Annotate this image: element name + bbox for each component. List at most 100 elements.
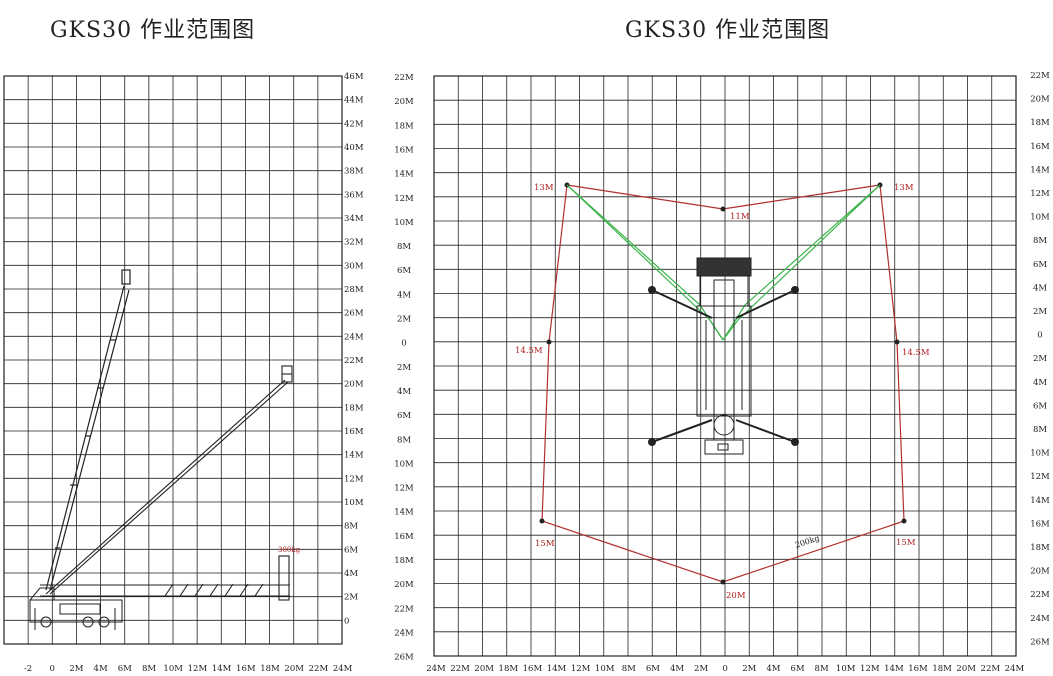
top-view-left-tick: 24M (394, 628, 414, 638)
side-view-grid (3, 75, 343, 645)
vehicle-rear-box (717, 443, 729, 451)
side-view-height-tick: 42M (344, 119, 364, 129)
envelope-points (539, 182, 907, 585)
vehicle-top-view (696, 257, 752, 455)
top-view-left-tick: 22M (394, 73, 414, 83)
side-view-height-tick: 26M (344, 309, 364, 319)
working-envelope (541, 184, 905, 583)
top-view-bottom-tick: 14M (547, 664, 567, 674)
top-view-bottom-tick: 22M (450, 664, 470, 674)
truck-frame (59, 603, 101, 615)
reach-line-right (722, 184, 881, 341)
top-view-left-tick: 14M (394, 170, 414, 180)
top-view-right-tick: 8M (1033, 236, 1047, 246)
top-view-right-tick: 22M (1030, 590, 1050, 600)
truck-cab (29, 587, 55, 601)
turntable (713, 414, 735, 436)
side-view-height-tick: 22M (344, 356, 364, 366)
top-view-left-tick: 10M (394, 218, 414, 228)
top-view-right-tick: 6M (1033, 260, 1047, 270)
side-view-chart: 46M44M42M40M38M36M34M32M30M28M26M24M22M2… (3, 72, 364, 674)
top-view-left-tick: 8M (397, 242, 411, 252)
top-view-right-tick: 4M (1033, 378, 1047, 388)
side-view-height-tick: 8M (344, 522, 358, 532)
top-view-bottom-tick: 24M (426, 664, 446, 674)
side-view-distance-tick: 10M (163, 664, 183, 674)
outrigger-pad (791, 286, 799, 294)
envelope-point (539, 518, 545, 524)
vertical-boom (45, 269, 131, 591)
top-view-bottom-tick: 12M (860, 664, 880, 674)
side-view-distance-tick: 14M (212, 664, 232, 674)
reach-line-left (566, 184, 724, 341)
top-view-bottom-tick: 0 (722, 664, 727, 674)
truck-rear-wheel (82, 616, 94, 628)
envelope-point (720, 206, 726, 212)
top-view-left-tick: 4M (397, 290, 411, 300)
envelope-label-mid-right: 14.5M (902, 348, 930, 358)
top-view-right-tick: 22M (1030, 71, 1050, 81)
truck (29, 587, 123, 630)
left-chart-title: GKS30 作业范围图 (50, 18, 256, 43)
top-view-right-tick: 2M (1033, 307, 1047, 317)
side-view-height-tick: 18M (344, 403, 364, 413)
side-view-height-tick: 20M (344, 380, 364, 390)
top-view-right-tick: 12M (1030, 189, 1050, 199)
top-view-right-tick: 8M (1033, 425, 1047, 435)
top-view-bottom-tick: 12M (571, 664, 591, 674)
top-view-right-tick: 10M (1030, 213, 1050, 223)
top-view-left-tick: 12M (394, 484, 414, 494)
truck-chassis (29, 599, 123, 623)
vehicle-cab (696, 257, 752, 277)
top-view-right-tick: 14M (1030, 165, 1050, 175)
boom-upper-edge (45, 285, 125, 591)
diagonal-boom (45, 365, 293, 595)
side-view-load-label: 300kg (278, 546, 301, 554)
top-view-bottom-tick: 8M (622, 664, 636, 674)
side-view-distance-tick: 18M (260, 664, 280, 674)
side-view-distance-tick: 24M (333, 664, 353, 674)
outrigger-pad (648, 438, 656, 446)
top-view-left-tick: 10M (394, 459, 414, 469)
side-view-distance-tick: 4M (94, 664, 108, 674)
top-view-bottom-tick: 2M (742, 664, 756, 674)
top-view-right-tick: 4M (1033, 283, 1047, 293)
side-view-height-ticks: 46M44M42M40M38M36M34M32M30M28M26M24M22M2… (344, 72, 364, 626)
top-view-bottom-tick: 14M (884, 664, 904, 674)
top-view-right-tick: 18M (1030, 543, 1050, 553)
envelope-label-bottom-center: 20M (726, 591, 746, 601)
right-chart-title: GKS30 作业范围图 (625, 18, 831, 43)
top-view-left-tick: 20M (394, 580, 414, 590)
top-view-left-tick: 14M (394, 508, 414, 518)
top-view-left-tick: 4M (397, 387, 411, 397)
side-view-distance-tick: -2 (24, 664, 32, 674)
side-view-height-tick: 12M (344, 474, 364, 484)
top-view-left-tick: 8M (397, 435, 411, 445)
side-view-height-tick: 16M (344, 427, 364, 437)
top-view-bottom-tick: 18M (932, 664, 952, 674)
top-view-right-tick: 26M (1030, 637, 1050, 647)
side-view-height-tick: 0 (344, 616, 349, 626)
side-view-height-tick: 4M (344, 569, 358, 579)
top-view-left-tick: 16M (394, 532, 414, 542)
side-view-height-tick: 34M (344, 214, 364, 224)
side-view-height-tick: 24M (344, 332, 364, 342)
side-view-distance-tick: 8M (142, 664, 156, 674)
horizontal-boom: 300kg (40, 546, 301, 601)
top-view-bottom-tick: 20M (956, 664, 976, 674)
side-view-distance-tick: 6M (118, 664, 132, 674)
top-view-left-tick: 18M (394, 121, 414, 131)
top-view-bottom-tick: 22M (981, 664, 1001, 674)
top-view-right-tick: 0 (1037, 331, 1042, 341)
truck-front-wheel (40, 616, 52, 628)
envelope-label-top-left: 13M (534, 183, 554, 193)
top-view-bottom-tick: 10M (595, 664, 615, 674)
top-view-bottom-tick: 20M (474, 664, 494, 674)
envelope-point (720, 579, 726, 585)
side-view-height-tick: 40M (344, 143, 364, 153)
top-view-right-tick: 20M (1030, 95, 1050, 105)
side-view-distance-tick: 16M (236, 664, 256, 674)
side-view-height-tick: 46M (344, 72, 364, 82)
top-view-bottom-tick: 24M (1005, 664, 1025, 674)
